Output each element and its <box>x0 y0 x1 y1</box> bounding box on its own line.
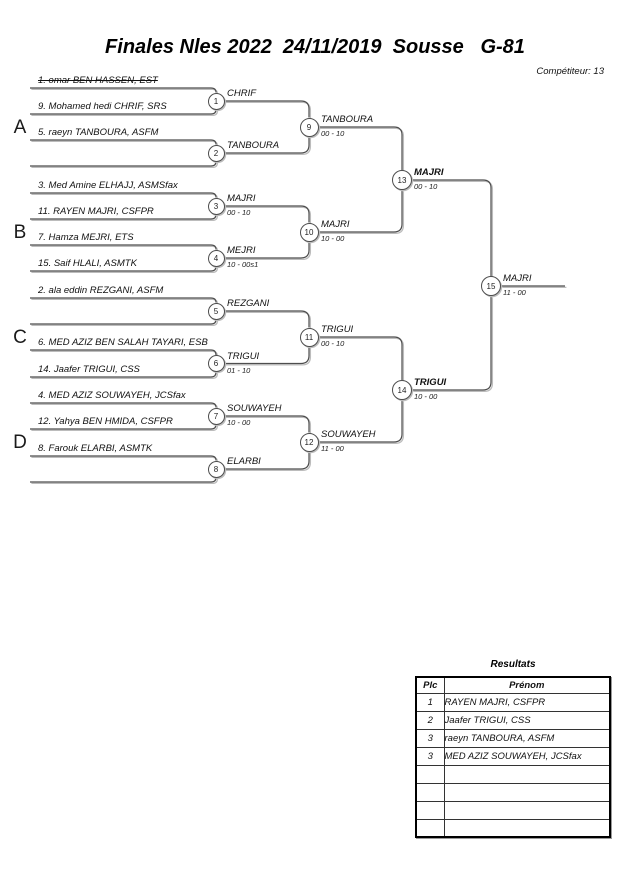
match-15-circle: 15 <box>481 276 501 296</box>
result-plc: 1 <box>415 692 445 712</box>
final-score: 11 - 00 <box>503 288 526 297</box>
match-3-winner: MAJRI <box>227 193 256 204</box>
match-10-winner: MAJRI <box>321 219 350 230</box>
match-12-score: 11 - 00 <box>321 444 344 453</box>
match-14-score: 10 - 00 <box>414 392 438 401</box>
match-11-circle: 11 <box>299 327 319 347</box>
match-5-circle: 5 <box>207 302 225 320</box>
champion-name: MAJRI <box>503 273 532 284</box>
results-row <box>415 782 611 802</box>
result-plc <box>415 818 445 838</box>
match-6-winner: TRIGUI <box>227 350 260 362</box>
match-5-winner: REZGANI <box>227 298 270 309</box>
match-7-score: 10 - 00 <box>227 418 251 427</box>
match-8-winner: ELARBI <box>227 456 261 467</box>
match-14-winner: TRIGUI <box>414 377 447 388</box>
result-name: raeyn TANBOURA, ASFM <box>443 728 611 748</box>
match-11-winner: TRIGUI <box>321 324 354 335</box>
section-label-d: D <box>13 432 27 453</box>
match-13-winner: MAJRI <box>414 167 444 178</box>
results-col-name: Prénom <box>443 676 611 694</box>
player-seed-label: 7. Hamza MEJRI, ETS <box>38 232 134 243</box>
match-4-score: 10 - 00s1 <box>227 260 259 269</box>
result-plc <box>415 764 445 784</box>
result-name: MED AZIZ SOUWAYEH, JCSfax <box>443 746 611 766</box>
player-seed-label: 3. Med Amine ELHAJJ, ASMSfax <box>38 180 178 191</box>
player-seed-label: 4. MED AZIZ SOUWAYEH, JCSfax <box>38 390 186 401</box>
results-title: Resultats <box>490 659 536 670</box>
player-seed-label: 11. RAYEN MAJRI, CSFPR <box>38 206 154 217</box>
result-name: Jaafer TRIGUI, CSS <box>443 710 611 730</box>
section-label-a: A <box>13 117 27 138</box>
match-8-circle: 8 <box>207 460 225 478</box>
result-name <box>443 764 611 784</box>
competitor-count: Compétiteur: 13 <box>536 66 604 77</box>
match-10-circle: 10 <box>299 222 319 242</box>
player-seed-label: 14. Jaafer TRIGUI, CSS <box>38 364 140 375</box>
results-header-row: Plc Prénom <box>415 676 611 694</box>
results-row <box>415 764 611 784</box>
match-4-circle: 4 <box>207 249 225 267</box>
result-name: RAYEN MAJRI, CSFPR <box>443 692 611 712</box>
match-7-winner: SOUWAYEH <box>227 403 282 414</box>
match-6-score: 01 - 10 <box>227 365 251 375</box>
match-3-circle: 3 <box>207 197 225 215</box>
match-13-score: 00 - 10 <box>414 182 438 191</box>
page-title: Finales Nles 2022 24/11/2019 Sousse G-81 <box>105 36 525 58</box>
player-seed-label: 5. raeyn TANBOURA, ASFM <box>38 127 159 138</box>
match-11-score: 00 - 10 <box>321 339 345 348</box>
player-seed-label: 6. MED AZIZ BEN SALAH TAYARI, ESB <box>38 337 208 348</box>
player-seed-label: 1. omar BEN HASSEN, EST <box>38 75 158 86</box>
match-1-winner: CHRIF <box>227 88 257 99</box>
result-name <box>443 800 611 820</box>
match-13-circle: 13 <box>392 170 412 190</box>
match-4-winner: MEJRI <box>227 245 256 256</box>
results-row: 3 MED AZIZ SOUWAYEH, JCSfax <box>415 746 611 766</box>
results-row <box>415 818 611 838</box>
match-1-circle: 1 <box>207 92 225 110</box>
player-seed-label: 12. Yahya BEN HMIDA, CSFPR <box>38 416 173 427</box>
match-12-circle: 12 <box>299 432 319 452</box>
match-9-circle: 9 <box>299 117 319 137</box>
results-table: Plc Prénom 1 RAYEN MAJRI, CSFPR 2 Jaafer… <box>415 676 611 838</box>
match-9-score: 00 - 10 <box>321 129 345 138</box>
match-6-circle: 6 <box>207 355 225 372</box>
result-plc: 3 <box>415 728 445 748</box>
match-9-winner: TANBOURA <box>321 114 374 125</box>
match-7-circle: 7 <box>207 407 225 425</box>
results-row: 1 RAYEN MAJRI, CSFPR <box>415 692 611 712</box>
section-label-b: B <box>13 222 27 243</box>
match-14-circle: 14 <box>392 380 412 400</box>
player-seed-label: 9. Mohamed hedi CHRIF, SRS <box>38 101 167 112</box>
result-plc <box>415 800 445 820</box>
results-row <box>415 800 611 820</box>
result-plc <box>415 782 445 802</box>
results-col-plc: Plc <box>415 676 445 694</box>
result-name <box>443 782 611 802</box>
match-12-winner: SOUWAYEH <box>321 429 376 440</box>
results-row: 3 raeyn TANBOURA, ASFM <box>415 728 611 748</box>
result-name <box>443 818 611 838</box>
match-10-score: 10 - 00 <box>321 234 345 243</box>
match-2-circle: 2 <box>207 144 225 162</box>
player-seed-label: 2. ala eddin REZGANI, ASFM <box>38 285 164 296</box>
result-plc: 2 <box>415 710 445 730</box>
match-2-winner: TANBOURA <box>227 140 280 151</box>
player-seed-label: 8. Farouk ELARBI, ASMTK <box>38 443 153 454</box>
section-label-c: C <box>13 327 27 348</box>
player-seed-label: 15. Saif HLALI, ASMTK <box>38 258 137 269</box>
results-row: 2 Jaafer TRIGUI, CSS <box>415 710 611 730</box>
result-plc: 3 <box>415 746 445 766</box>
match-3-score: 00 - 10 <box>227 208 251 217</box>
